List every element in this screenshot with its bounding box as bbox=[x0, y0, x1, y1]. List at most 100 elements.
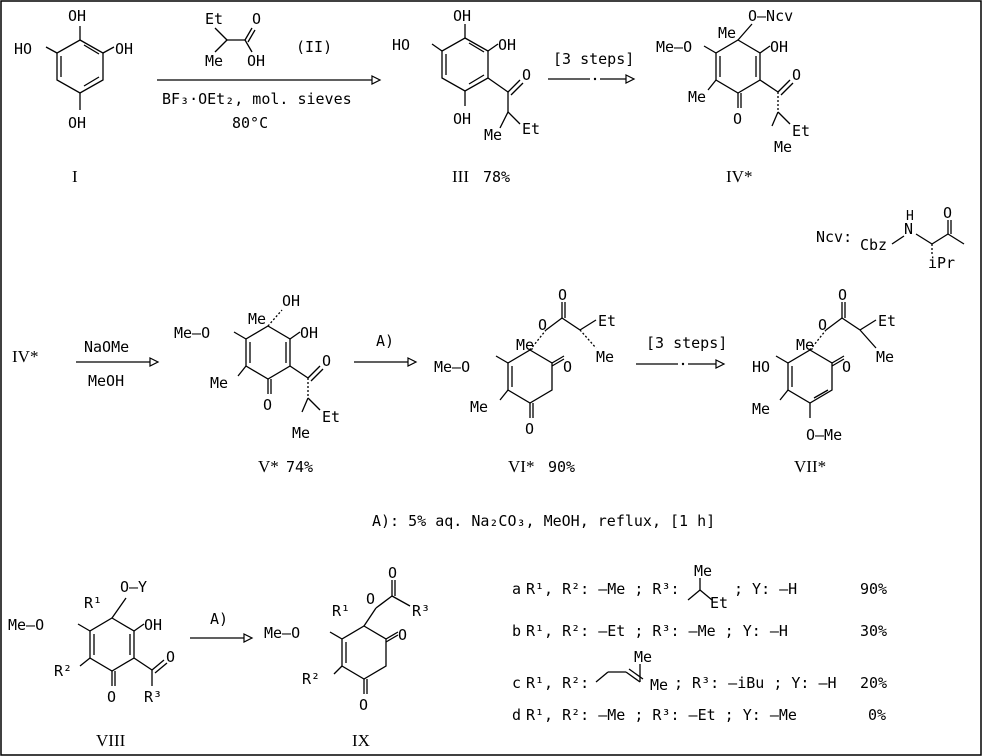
atom-et: Et bbox=[322, 408, 340, 426]
arrow-head bbox=[625, 74, 636, 84]
atom-me: Me bbox=[718, 24, 736, 42]
reaction-4: A) bbox=[354, 332, 418, 367]
table-row-d-yield: 0% bbox=[868, 706, 886, 724]
atom-o: O bbox=[366, 590, 375, 608]
table-row-d-r12: R¹, R²: —Me ; R³: —Et ; Y: —Me bbox=[526, 706, 797, 724]
reaction-6: A) bbox=[190, 610, 254, 643]
substituent-table: a R¹, R²: —Me ; R³: Me Et ; Y: —H 90% b … bbox=[512, 562, 887, 724]
compound-label-IX: IX bbox=[352, 731, 370, 750]
atom-me: Me bbox=[516, 336, 534, 354]
atom-o: O bbox=[388, 564, 397, 582]
reagent-above: NaOMe bbox=[84, 338, 129, 356]
compound-label-VI: VI* bbox=[508, 457, 534, 476]
atom-me: Me bbox=[752, 400, 770, 418]
reagent-label: (II) bbox=[296, 38, 332, 56]
atom-oh: OH bbox=[770, 38, 788, 56]
atom-me: Me bbox=[484, 126, 502, 144]
atom-me: Me bbox=[292, 424, 310, 442]
atom-me: Me bbox=[694, 562, 712, 580]
atom-o-y: O—Y bbox=[120, 578, 147, 596]
compound-label-IV: IV* bbox=[726, 167, 752, 186]
ncv-o: O bbox=[943, 204, 952, 222]
atom-et: Et bbox=[792, 122, 810, 140]
ncv-label: Ncv: bbox=[816, 228, 852, 246]
atom-o: O bbox=[733, 110, 742, 128]
atom-me: Me bbox=[650, 676, 668, 694]
atom-me: Me bbox=[876, 348, 894, 366]
sec-butyl-group: Me Et bbox=[687, 562, 728, 612]
atom-oh: OH bbox=[453, 110, 471, 128]
atom-o: O bbox=[792, 66, 801, 84]
compound-VII-structure: O Me O Et Me HO Me O O—Me bbox=[752, 286, 896, 444]
yield-VI: 90% bbox=[548, 458, 575, 476]
atom-et: Et bbox=[878, 312, 896, 330]
table-row-a-r12: R¹, R²: —Me ; R³: bbox=[526, 580, 680, 598]
atom-o: O bbox=[263, 396, 272, 414]
compound-IX-structure: O R¹ O R³ Me—O R² O O bbox=[264, 564, 430, 714]
atom-o: O bbox=[322, 352, 331, 370]
atom-ho: HO bbox=[752, 358, 770, 376]
atom-oh: OH bbox=[282, 292, 300, 310]
compound-VIII-structure: O—Y R¹ OH Me—O R² O O R³ bbox=[8, 578, 175, 706]
atom-et: Et bbox=[205, 10, 223, 28]
compound-I-structure: OH OH HO OH bbox=[14, 7, 133, 132]
table-row-c-r12: R¹, R²: bbox=[526, 674, 589, 692]
atom-me: Me bbox=[205, 52, 223, 70]
compound-IV-structure: O—Ncv Me OH Me—O Me O O Et Me bbox=[656, 7, 810, 156]
atom-r3: R³ bbox=[144, 688, 162, 706]
atom-o-ncv: O—Ncv bbox=[748, 7, 793, 25]
atom-oh: OH bbox=[144, 616, 162, 634]
compound-III-structure: OH OH HO OH O Et Me bbox=[392, 7, 540, 144]
reagent-below: MeOH bbox=[88, 372, 124, 390]
conditions-line-1: BF₃·OEt₂, mol. sieves bbox=[162, 90, 352, 108]
atom-o: O bbox=[818, 316, 827, 334]
atom-o: O bbox=[842, 358, 851, 376]
atom-et: Et bbox=[710, 594, 728, 612]
table-row-b-r12: R¹, R²: —Et ; R³: —Me ; Y: —H bbox=[526, 622, 788, 640]
yield-III: 78% bbox=[483, 168, 510, 186]
atom-ho: HO bbox=[392, 36, 410, 54]
atom-o: O bbox=[525, 420, 534, 438]
atom-ome: O—Me bbox=[806, 426, 842, 444]
compound-V-structure: OH Me OH Me—O Me O O Et Me bbox=[174, 292, 340, 442]
table-row-d-label: d bbox=[512, 706, 521, 724]
atom-meo: Me—O bbox=[174, 324, 210, 342]
table-row-c-yield: 20% bbox=[860, 674, 887, 692]
compound-label-IV-lead: IV* bbox=[12, 347, 38, 366]
table-row-a-y: ; Y: —H bbox=[734, 580, 797, 598]
ncv-n: N bbox=[904, 220, 913, 238]
atom-oh: OH bbox=[453, 7, 471, 25]
atom-r2: R² bbox=[54, 662, 72, 680]
ncv-h: H bbox=[906, 209, 914, 224]
compound-label-III: III bbox=[452, 167, 469, 186]
atom-o: O bbox=[838, 286, 847, 304]
atom-et: Et bbox=[598, 312, 616, 330]
atom-me: Me bbox=[248, 310, 266, 328]
arrow-head bbox=[371, 75, 382, 85]
atom-r2: R² bbox=[302, 670, 320, 688]
atom-me: Me bbox=[796, 336, 814, 354]
atom-r1: R¹ bbox=[84, 594, 102, 612]
ncv-ipr: iPr bbox=[928, 254, 955, 272]
atom-o: O bbox=[538, 316, 547, 334]
atom-r3: R³ bbox=[412, 602, 430, 620]
arrow-head bbox=[243, 633, 254, 643]
reaction-5: [3 steps] bbox=[636, 334, 727, 369]
atom-o: O bbox=[398, 626, 407, 644]
atom-oh: OH bbox=[498, 36, 516, 54]
atom-meo: Me—O bbox=[434, 358, 470, 376]
atom-oh: OH bbox=[68, 7, 86, 25]
atom-o: O bbox=[359, 696, 368, 714]
steps-label: [3 steps] bbox=[553, 50, 634, 68]
table-row-b-yield: 30% bbox=[860, 622, 887, 640]
reaction-2: [3 steps] bbox=[548, 50, 636, 84]
atom-o: O bbox=[252, 10, 261, 28]
atom-o: O bbox=[563, 358, 572, 376]
table-row-a-label: a bbox=[512, 580, 521, 598]
ncv-definition: Ncv: Cbz N H O iPr bbox=[816, 204, 965, 272]
prenyl-group: Me Me bbox=[595, 648, 668, 694]
compound-label-VIII: VIII bbox=[96, 731, 126, 750]
atom-me: Me bbox=[634, 648, 652, 666]
atom-oh: OH bbox=[300, 324, 318, 342]
